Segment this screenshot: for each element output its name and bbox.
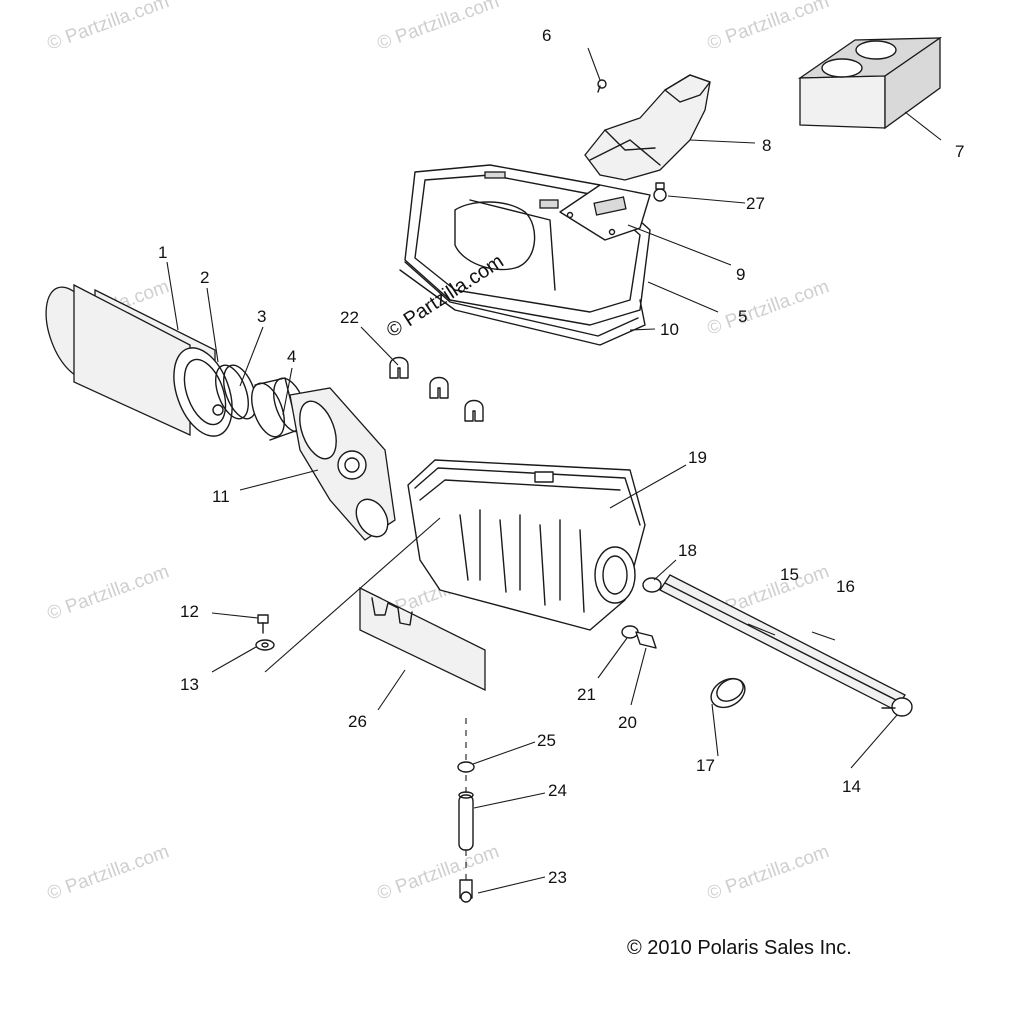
callout-17: 17 [696,756,715,775]
callout-18: 18 [678,541,697,560]
callout-15: 15 [780,565,799,584]
part-20-fitting [635,631,657,649]
callout-6: 6 [542,26,551,45]
callout-5: 5 [738,307,747,326]
part-11-adapter [289,387,396,541]
callout-1: 1 [158,243,167,262]
part-14-clamp [881,697,913,717]
watermark: © Partzilla.com [45,561,172,625]
part-23-valve [459,879,473,903]
watermark: © Partzilla.com [375,841,502,905]
copyright-text: © 2010 Polaris Sales Inc. [627,937,852,959]
callout-14: 14 [842,777,861,796]
callout-27: 27 [746,194,765,213]
part-3-clamp [212,364,257,420]
callout-23: 23 [548,868,567,887]
part-6-screw [597,79,607,93]
part-27-fastener [653,182,667,202]
callout-12: 12 [180,602,199,621]
part-17-hose-clamp [710,677,746,709]
callout-19: 19 [688,448,707,467]
callout-11: 11 [212,487,230,506]
callout-16: 16 [836,577,855,596]
callout-22: 22 [340,308,359,327]
callout-20: 20 [618,713,637,732]
part-22-clips [389,356,484,422]
part-8-snorkel [584,74,711,181]
part-18-fitting [642,577,662,593]
leader-lines [166,47,942,894]
part-9-plate [559,184,651,241]
callout-9: 9 [736,265,745,284]
watermark: © Partzilla.com [375,0,502,55]
part-7-foam-block [797,36,943,130]
callout-25: 25 [537,731,556,750]
watermark: © Partzilla.com [705,0,832,55]
callout-7: 7 [955,142,964,161]
callout-21: 21 [577,685,596,704]
watermark: © Partzilla.com [45,0,172,55]
part-13-washer [255,639,275,651]
part-26-screen [359,586,486,692]
callout-labels: 1 2 3 4 5 6 7 8 9 10 11 12 13 14 15 16 1… [158,26,964,887]
callout-24: 24 [548,781,567,800]
part-19-airbox [407,459,646,631]
callout-26: 26 [348,712,367,731]
part-10-seal [399,261,646,346]
callout-13: 13 [180,675,199,694]
part-16-tube [659,574,906,711]
callout-8: 8 [762,136,771,155]
watermark: © Partzilla.com [45,841,172,905]
callout-2: 2 [200,268,209,287]
callout-3: 3 [257,307,266,326]
watermark: © Partzilla.com [705,276,832,340]
part-12-bolt [257,614,269,634]
watermark: © Partzilla.com [705,841,832,905]
callout-4: 4 [287,347,296,366]
part-25-clamp [457,761,475,773]
part-24-tube [458,791,474,851]
callout-10: 10 [660,320,679,339]
